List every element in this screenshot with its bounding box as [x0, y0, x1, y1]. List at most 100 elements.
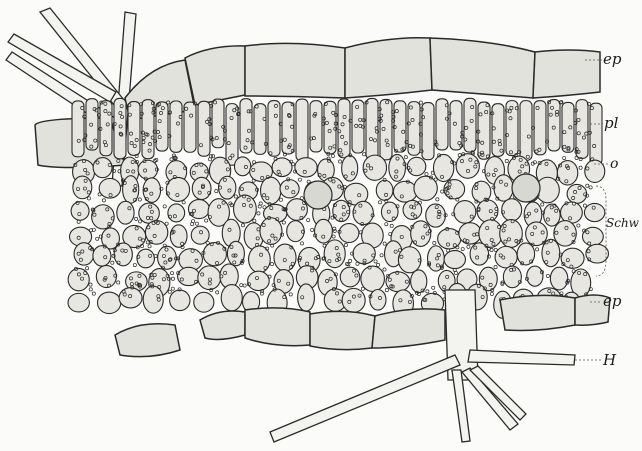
chloroplast-dot: [134, 217, 137, 220]
spongy-cell: [170, 290, 190, 310]
chloroplast-dot: [216, 291, 219, 294]
chloroplast-dot: [282, 221, 285, 224]
spongy-cell: [495, 246, 517, 268]
chloroplast-dot: [338, 160, 341, 163]
palisade-cell: [170, 101, 182, 152]
spongy-cell: [586, 244, 609, 263]
chloroplast-dot: [138, 220, 141, 223]
chloroplast-dot: [259, 202, 262, 205]
spongy-cell: [138, 160, 158, 179]
chloroplast-dot: [404, 156, 407, 159]
palisade-cell: [590, 103, 602, 165]
chloroplast-dot: [505, 159, 508, 162]
label-hairs: H: [603, 353, 616, 368]
chloroplast-dot: [356, 262, 359, 265]
chloroplast-dot: [206, 241, 209, 244]
spongy-cell: [376, 180, 393, 200]
palisade-cell: [366, 98, 378, 159]
spongy-cell: [168, 204, 185, 222]
palisade-cell: [198, 101, 210, 156]
chloroplast-dot: [333, 229, 336, 232]
spongy-cell: [73, 176, 92, 199]
chloroplast-dot: [311, 228, 314, 231]
chloroplast-dot: [447, 249, 450, 252]
spongy-cell: [143, 178, 160, 203]
spongy-cell: [219, 176, 236, 199]
chloroplast-dot: [96, 237, 99, 240]
palisade-cell: [226, 104, 238, 166]
chloroplast-dot: [298, 178, 301, 181]
chloroplast-dot: [383, 268, 386, 271]
chloroplast-dot: [195, 222, 198, 225]
chloroplast-dot: [432, 286, 435, 289]
spongy-cell: [342, 288, 365, 312]
label-palisade: pl: [604, 116, 618, 131]
spongy-cell: [500, 220, 523, 248]
spongy-cell: [93, 246, 111, 266]
spongy-cell: [544, 204, 561, 226]
chloroplast-dot: [390, 224, 393, 227]
spongy-cell: [194, 292, 214, 312]
chloroplast-dot: [434, 178, 437, 181]
spongy-cell: [203, 243, 226, 266]
chloroplast-dot: [85, 267, 88, 270]
spongy-cell: [370, 289, 386, 310]
chloroplast-dot: [102, 199, 105, 202]
palisade-cell: [310, 101, 322, 152]
chloroplast-dot: [361, 287, 364, 290]
chloroplast-dot: [263, 206, 266, 209]
chloroplast-dot: [163, 205, 166, 208]
spongy-cell: [71, 202, 89, 221]
chloroplast-dot: [138, 198, 141, 201]
chloroplast-dot: [92, 292, 95, 295]
chloroplast-dot: [253, 219, 256, 222]
chloroplast-dot: [111, 261, 114, 264]
chloroplast-dot: [426, 290, 429, 293]
chloroplast-dot: [215, 189, 218, 192]
spongy-cell: [315, 219, 333, 243]
spongy-cell: [363, 155, 386, 180]
chloroplast-dot: [577, 224, 580, 227]
chloroplast-dot: [546, 274, 549, 277]
spongy-cell: [585, 160, 605, 182]
chloroplast-dot: [148, 245, 151, 248]
chloroplast-dot: [89, 288, 92, 291]
chloroplast-dot: [98, 193, 101, 196]
chloroplast-dot: [165, 222, 168, 225]
chloroplast-dot: [467, 245, 470, 248]
chloroplast-dot: [490, 292, 493, 295]
chloroplast-dot: [133, 263, 136, 266]
label-o: o: [610, 157, 618, 171]
spongy-cell: [170, 225, 187, 247]
chloroplast-dot: [241, 224, 244, 227]
spongy-cell: [158, 246, 177, 269]
chloroplast-dot: [182, 201, 185, 204]
chloroplast-dot: [363, 153, 366, 156]
spongy-cell: [280, 180, 299, 198]
chloroplast-dot: [168, 290, 171, 293]
chloroplast-dot: [385, 289, 388, 292]
spongy-cell: [298, 284, 315, 311]
spongy-cell: [234, 195, 257, 223]
chloroplast-dot: [87, 197, 90, 200]
chloroplast-dot: [376, 263, 379, 266]
palisade-cell: [520, 101, 532, 161]
spongy-cell: [339, 224, 359, 243]
chloroplast-dot: [307, 218, 310, 221]
chloroplast-dot: [243, 284, 246, 287]
spongy-cell: [411, 270, 427, 293]
chloroplast-dot: [586, 184, 589, 187]
chloroplast-dot: [383, 242, 386, 245]
chloroplast-dot: [348, 259, 351, 262]
palisade-cell: [450, 101, 462, 150]
spongy-cell: [456, 154, 479, 179]
chloroplast-dot: [541, 203, 544, 206]
spongy-cell: [93, 158, 112, 178]
spongy-cell: [234, 157, 250, 176]
spongy-cell: [221, 285, 242, 311]
palisade-cell: [254, 104, 266, 155]
chloroplast-dot: [458, 154, 461, 157]
spongy-cell: [178, 267, 200, 285]
